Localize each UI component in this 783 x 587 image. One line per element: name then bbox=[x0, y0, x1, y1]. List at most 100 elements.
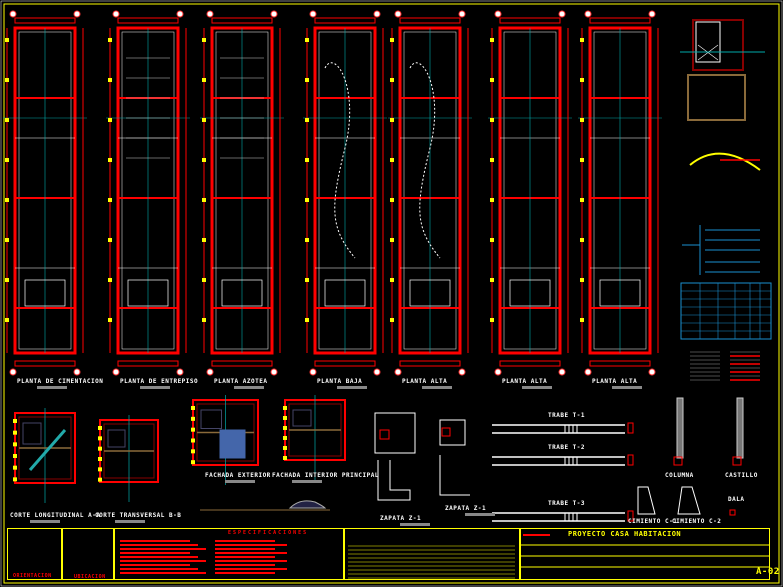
spec-text bbox=[120, 572, 206, 574]
detail-title: COLUMNA bbox=[665, 472, 694, 479]
detail-title: CIMIENTO C-2 bbox=[672, 518, 722, 525]
dimension-line bbox=[117, 360, 179, 367]
section-title: CORTE LONGITUDINAL A-A bbox=[10, 512, 101, 519]
room-box bbox=[509, 279, 551, 307]
stair bbox=[28, 429, 67, 471]
dimension-tick bbox=[490, 38, 494, 42]
room-box bbox=[221, 279, 263, 307]
spec-text bbox=[215, 556, 275, 558]
beam-title: TRABE T-3 bbox=[548, 500, 586, 507]
dimension-line bbox=[314, 360, 376, 367]
scale-note bbox=[612, 386, 642, 389]
section-title: CORTE TRANSVERSAL B-B bbox=[95, 512, 182, 519]
level-marker bbox=[283, 456, 287, 460]
dimension-tick bbox=[5, 238, 9, 242]
detail-title: CASTILLO bbox=[725, 472, 758, 479]
level-marker bbox=[191, 460, 195, 465]
electrical-run bbox=[409, 62, 441, 259]
electrical-diagram bbox=[689, 152, 761, 171]
level-marker bbox=[98, 467, 102, 472]
level-marker bbox=[98, 457, 102, 461]
level-marker bbox=[98, 426, 102, 430]
detail-footing-plan bbox=[692, 19, 744, 71]
dimension-tick bbox=[5, 318, 9, 322]
level-marker bbox=[98, 436, 102, 441]
plan-title: PLANTA ALTA bbox=[592, 378, 638, 385]
dimension-tick bbox=[108, 78, 112, 82]
beam-title: TRABE T-1 bbox=[548, 412, 586, 419]
orientation-box bbox=[7, 528, 62, 580]
scale-note bbox=[522, 386, 552, 389]
dimension-line bbox=[314, 17, 376, 24]
spec-text bbox=[215, 540, 275, 542]
room-box bbox=[409, 279, 451, 307]
dimension-tick bbox=[202, 278, 206, 282]
room-box bbox=[324, 279, 366, 307]
level-marker bbox=[283, 436, 287, 440]
plan-title: PLANTA DE CIMENTACION bbox=[17, 378, 104, 385]
specifications-box bbox=[114, 528, 344, 580]
dimension-tick bbox=[580, 158, 584, 162]
dimension-tick bbox=[490, 78, 494, 82]
detail-title: CIMIENTO C-1 bbox=[628, 518, 678, 525]
scale-note bbox=[292, 480, 322, 483]
outer-frame bbox=[3, 3, 780, 584]
dimension-tick bbox=[490, 278, 494, 282]
dimension-tick bbox=[202, 38, 206, 42]
axis-bubble bbox=[112, 10, 120, 18]
detail-title: ZAPATA Z-1 bbox=[380, 515, 422, 522]
cimiento-shape bbox=[637, 486, 656, 515]
dimension-line bbox=[399, 360, 461, 367]
dimension-tick bbox=[390, 238, 394, 242]
spec-text bbox=[215, 552, 287, 554]
dimension-tick bbox=[5, 198, 9, 202]
level-marker bbox=[13, 465, 17, 470]
level-marker bbox=[283, 406, 287, 410]
dimension-tick bbox=[202, 158, 206, 162]
level-marker bbox=[191, 449, 195, 454]
spec-text bbox=[215, 572, 275, 574]
spec-text bbox=[120, 540, 190, 542]
spec-text bbox=[120, 548, 206, 550]
axis-bubble bbox=[9, 368, 17, 376]
axis-bubble bbox=[584, 10, 592, 18]
room-box bbox=[599, 279, 641, 307]
spec-text bbox=[120, 556, 198, 558]
detail-box bbox=[695, 21, 721, 63]
spec-text bbox=[120, 560, 206, 562]
axis-bubble bbox=[206, 368, 214, 376]
dimension-tick bbox=[490, 158, 494, 162]
dimension-tick bbox=[108, 38, 112, 42]
axis-bubble bbox=[309, 368, 317, 376]
dimension-tick bbox=[490, 198, 494, 202]
column-section-2 bbox=[732, 456, 742, 466]
axis-bubble bbox=[270, 10, 278, 18]
section-window bbox=[22, 422, 42, 445]
dimension-tick bbox=[390, 38, 394, 42]
scale-note bbox=[234, 386, 264, 389]
dimension-tick bbox=[108, 318, 112, 322]
room-box bbox=[127, 279, 169, 307]
dimension-line bbox=[499, 360, 561, 367]
dimension-tick bbox=[490, 318, 494, 322]
dimension-tick bbox=[108, 278, 112, 282]
dimension-line bbox=[589, 360, 651, 367]
dimension-tick bbox=[108, 198, 112, 202]
dimension-line bbox=[589, 17, 651, 24]
dimension-tick bbox=[580, 318, 584, 322]
detail-title: ZAPATA Z-1 bbox=[445, 505, 487, 512]
dimension-tick bbox=[580, 198, 584, 202]
dimension-line bbox=[211, 17, 273, 24]
dimension-tick bbox=[202, 198, 206, 202]
dimension-tick bbox=[580, 278, 584, 282]
axis-bubble bbox=[373, 10, 381, 18]
dimension-tick bbox=[108, 158, 112, 162]
dimension-tick bbox=[390, 278, 394, 282]
footing-plan-2 bbox=[439, 419, 466, 446]
dimension-line bbox=[211, 360, 273, 367]
beam-section bbox=[627, 454, 634, 466]
level-marker bbox=[191, 416, 195, 421]
level-marker bbox=[191, 438, 195, 443]
level-marker bbox=[13, 430, 17, 435]
